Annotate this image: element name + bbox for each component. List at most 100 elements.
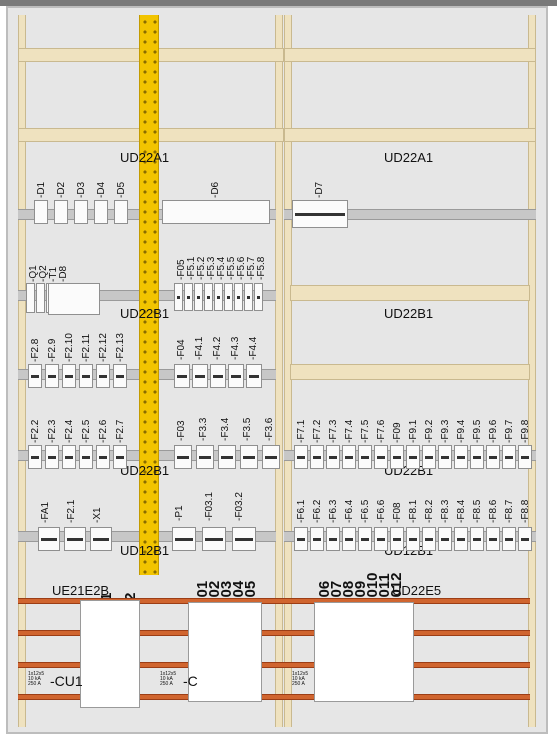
device-module[interactable] [262, 445, 280, 469]
device-module[interactable] [232, 527, 256, 551]
device-label: -F3.4 [220, 417, 231, 441]
d6-module[interactable] [162, 200, 270, 224]
device-module[interactable] [218, 445, 236, 469]
device-module[interactable] [326, 527, 340, 551]
device-module[interactable] [38, 527, 60, 551]
device-label: -D3 [76, 181, 87, 198]
device-label: -F2.4 [64, 419, 75, 443]
device-module[interactable] [358, 527, 372, 551]
device-module[interactable] [390, 527, 404, 551]
device-module[interactable] [224, 283, 233, 311]
t1-module[interactable] [48, 283, 100, 315]
device-module[interactable] [228, 364, 244, 388]
device-module[interactable] [374, 527, 388, 551]
device-module[interactable] [502, 527, 516, 551]
device-module[interactable] [342, 527, 356, 551]
device-module[interactable] [246, 364, 262, 388]
device-module[interactable] [438, 445, 452, 469]
zone-label-right-a1: UD22A1 [384, 150, 434, 165]
device-module[interactable] [79, 364, 93, 388]
center-post [275, 15, 283, 727]
device-module[interactable] [438, 527, 452, 551]
device-module[interactable] [342, 445, 356, 469]
device-module[interactable] [114, 200, 128, 224]
device-module[interactable] [518, 445, 532, 469]
device-module[interactable] [406, 527, 420, 551]
device-module[interactable] [406, 445, 420, 469]
device-module[interactable] [28, 364, 42, 388]
device-module[interactable] [240, 445, 258, 469]
device-label: -F6.3 [328, 499, 339, 523]
device-module[interactable] [192, 364, 208, 388]
device-module[interactable] [358, 445, 372, 469]
device-label: -F3.6 [264, 417, 275, 441]
device-label: -F9.2 [424, 419, 435, 443]
device-module[interactable] [310, 445, 324, 469]
cu1-label: -CU1 [50, 673, 83, 689]
device-label: -F9.3 [440, 419, 451, 443]
device-module[interactable] [62, 364, 76, 388]
device-label: -F9.7 [504, 419, 515, 443]
device-module[interactable] [54, 200, 68, 224]
device-module[interactable] [96, 445, 110, 469]
device-module[interactable] [234, 283, 243, 311]
device-module[interactable] [486, 445, 500, 469]
device-module[interactable] [79, 445, 93, 469]
device-module[interactable] [470, 527, 484, 551]
device-module[interactable] [390, 445, 404, 469]
device-module[interactable] [454, 445, 468, 469]
rail-b1-right-2 [290, 364, 530, 380]
device-label: -F8.2 [424, 499, 435, 523]
device-module[interactable] [210, 364, 226, 388]
device-module[interactable] [174, 283, 183, 311]
d7-module[interactable] [292, 200, 348, 228]
device-module[interactable] [62, 445, 76, 469]
device-module[interactable] [96, 364, 110, 388]
device-module[interactable] [374, 445, 388, 469]
device-module[interactable] [74, 200, 88, 224]
device-module[interactable] [36, 283, 45, 313]
device-module[interactable] [196, 445, 214, 469]
device-module[interactable] [294, 527, 308, 551]
device-label: -F6.2 [312, 499, 323, 523]
device-module[interactable] [244, 283, 253, 311]
device-module[interactable] [28, 445, 42, 469]
device-module[interactable] [34, 200, 48, 224]
device-module[interactable] [254, 283, 263, 311]
device-module[interactable] [174, 445, 192, 469]
device-module[interactable] [470, 445, 484, 469]
device-module[interactable] [518, 527, 532, 551]
device-label: -F4.2 [212, 336, 223, 360]
device-label: -FA1 [40, 501, 51, 523]
device-module[interactable] [454, 527, 468, 551]
device-label: -P1 [174, 505, 185, 521]
device-module[interactable] [502, 445, 516, 469]
device-module[interactable] [174, 364, 190, 388]
device-module[interactable] [194, 283, 203, 311]
zone-label-left-b1-1: UD22B1 [120, 306, 170, 321]
device-module[interactable] [310, 527, 324, 551]
device-module[interactable] [64, 527, 86, 551]
device-label: -F6.4 [344, 499, 355, 523]
device-label: -F03.2 [234, 492, 245, 521]
device-module[interactable] [94, 200, 108, 224]
device-module[interactable] [422, 445, 436, 469]
device-module[interactable] [45, 364, 59, 388]
device-module[interactable] [204, 283, 213, 311]
device-module[interactable] [172, 527, 196, 551]
device-module[interactable] [202, 527, 226, 551]
device-module[interactable] [294, 445, 308, 469]
device-module[interactable] [113, 364, 127, 388]
device-module[interactable] [486, 527, 500, 551]
device-module[interactable] [326, 445, 340, 469]
device-label: -F7.2 [312, 419, 323, 443]
device-module[interactable] [90, 527, 112, 551]
device-module[interactable] [45, 445, 59, 469]
device-module[interactable] [26, 283, 35, 313]
din-rail-1-right [284, 209, 536, 220]
device-label: -F2.12 [98, 333, 109, 362]
device-module[interactable] [214, 283, 223, 311]
device-module[interactable] [422, 527, 436, 551]
device-module[interactable] [184, 283, 193, 311]
device-module[interactable] [113, 445, 127, 469]
